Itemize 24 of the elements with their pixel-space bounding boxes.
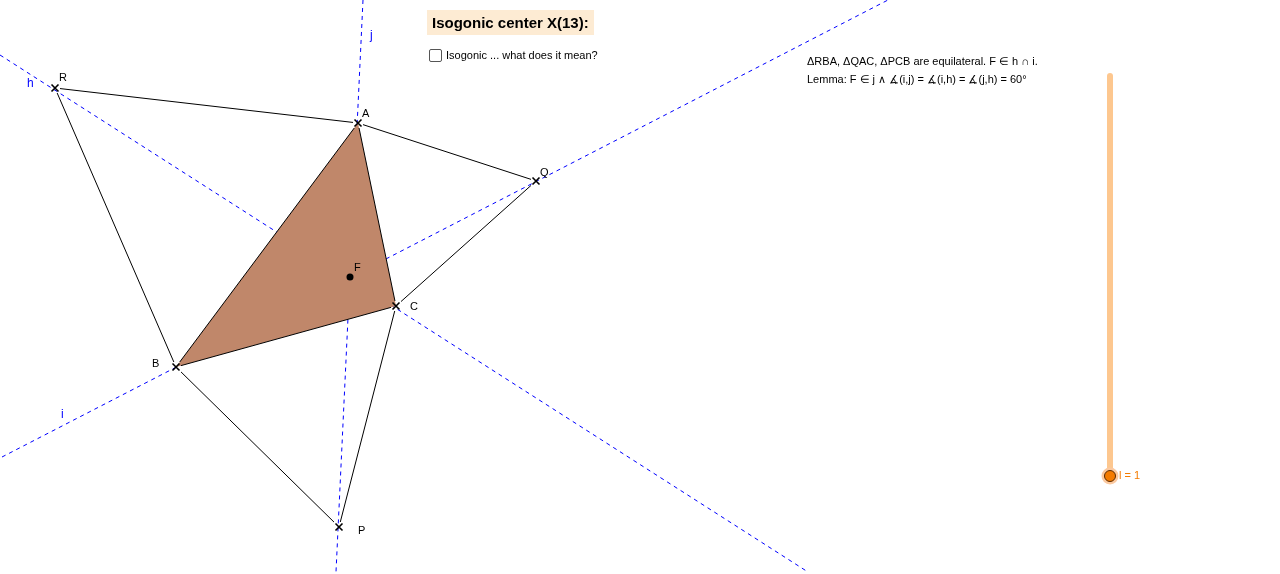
line-label: h	[27, 76, 34, 91]
point-label: A	[362, 108, 370, 119]
line-segment	[400, 184, 532, 303]
point-label: C	[410, 301, 418, 312]
line-segment	[362, 124, 532, 180]
slider-value-label: l = 1	[1119, 469, 1141, 483]
line-segment	[56, 92, 175, 363]
point-label: Q	[540, 167, 549, 178]
line-label: i	[61, 407, 64, 422]
statement-text: ΔRBA, ΔQAC, ΔPCB are equilateral. F ∈ h ∩ i.	[807, 55, 1038, 69]
line-label: j	[370, 28, 373, 43]
point-label: F	[354, 262, 361, 273]
point-label: P	[358, 525, 366, 536]
point-label: R	[59, 72, 67, 83]
line-segment	[180, 371, 335, 523]
line-segment	[179, 127, 355, 363]
title-banner: Isogonic center X(13):	[427, 10, 594, 35]
line-segment	[59, 88, 354, 123]
point-label: B	[152, 358, 160, 369]
line-segment	[358, 127, 396, 302]
line-segment	[180, 306, 392, 367]
checkbox-label: Isogonic ... what does it mean?	[446, 49, 598, 63]
line-segment	[339, 310, 396, 523]
lemma-text: Lemma: F ∈ j ∧ ∡(i,j) = ∡(i,h) = ∡(j,h) = 60°	[807, 73, 1027, 87]
